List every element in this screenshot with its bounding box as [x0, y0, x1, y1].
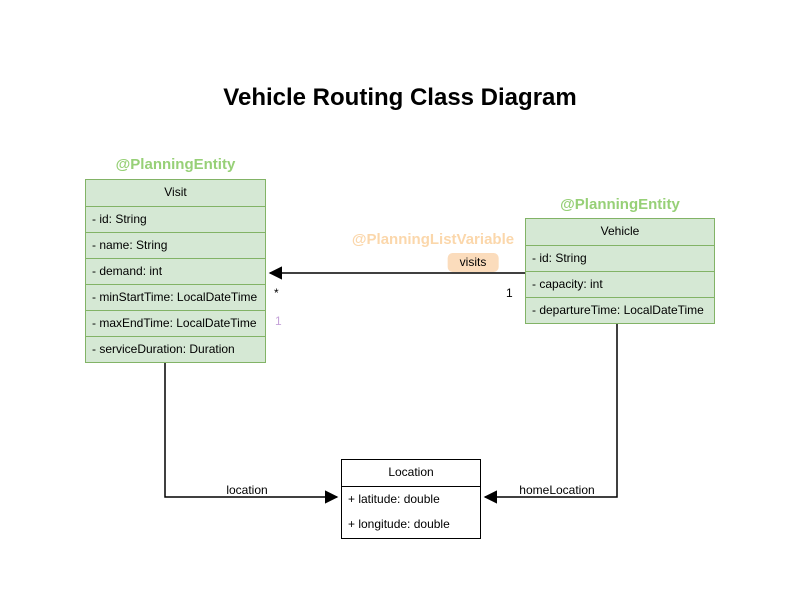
class-vehicle-attr-id: - id: String	[526, 245, 714, 271]
edge-vehicle-homelocation	[483, 323, 618, 504]
annotation-planning-entity-visit: @PlanningEntity	[115, 156, 236, 173]
edge-visit-location	[164, 362, 339, 504]
class-visit-attr-maxendtime: - maxEndTime: LocalDateTime	[86, 310, 265, 336]
class-visit-title: Visit	[164, 185, 187, 199]
class-vehicle-title: Vehicle	[600, 224, 640, 238]
class-location-title: Location	[388, 465, 434, 479]
class-visit-attr-name: - name: String	[86, 232, 265, 258]
class-location-attr-longitude: + longitude: double	[348, 517, 450, 531]
annotation-planning-list-variable: @PlanningListVariable	[351, 231, 515, 248]
multiplicity-list-index: 1	[275, 314, 282, 328]
annotation-planning-entity-vehicle: @PlanningEntity	[560, 196, 680, 213]
class-visit-attr-minstarttime: - minStartTime: LocalDateTime	[86, 284, 265, 310]
class-vehicle-attr-capacity: - capacity: int	[526, 271, 714, 297]
class-location-attr-latitude: + latitude: double	[342, 486, 480, 512]
diagram-title: Vehicle Routing Class Diagram	[223, 84, 577, 111]
edge-label-visits: visits	[447, 253, 499, 272]
class-visit-attr-demand: - demand: int	[86, 258, 265, 284]
class-location: Location + latitude: double + longitude:…	[341, 459, 481, 539]
class-visit: Visit - id: String - name: String - dema…	[85, 179, 266, 363]
edge-label-location: location	[226, 483, 268, 497]
class-visit-attr-id: - id: String	[86, 206, 265, 232]
class-visit-attr-serviceduration: - serviceDuration: Duration	[86, 336, 265, 362]
multiplicity-visits-source: 1	[506, 286, 513, 300]
class-vehicle-attr-departuretime: - departureTime: LocalDateTime	[526, 297, 714, 323]
multiplicity-visits-target: *	[274, 286, 279, 300]
edge-label-homelocation: homeLocation	[519, 483, 595, 497]
class-vehicle: Vehicle - id: String - capacity: int - d…	[525, 218, 715, 324]
